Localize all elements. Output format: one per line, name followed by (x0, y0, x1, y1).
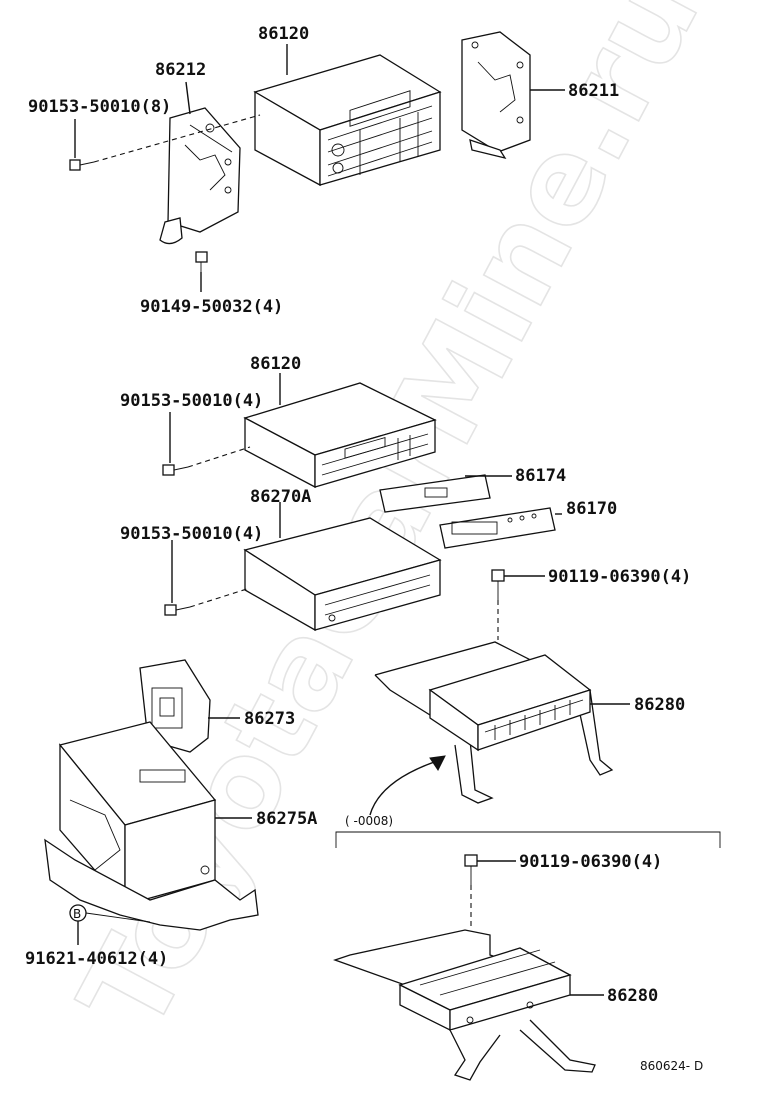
amplifier-top (374, 641, 614, 804)
label-86280-bottom: 86280 (607, 986, 658, 1006)
label-86174: 86174 (515, 466, 566, 486)
label-screw-bottom-left: 90149-50032(4) (140, 297, 283, 317)
screw-top-left (69, 159, 95, 171)
label-86120-mid: 86120 (250, 354, 301, 374)
bracket-right (461, 31, 531, 160)
label-86211: 86211 (568, 81, 619, 101)
label-86273: 86273 (244, 709, 295, 729)
label-86120-top: 86120 (258, 24, 309, 44)
cd-changer (243, 517, 442, 632)
screw-amp-top (491, 569, 505, 600)
clip-b: B (69, 904, 87, 922)
label-screw-changer: 90153-50010(4) (120, 524, 263, 544)
label-date-range: ( -0008) (345, 814, 393, 828)
leader-86212 (185, 81, 191, 115)
label-screw-amp-bottom: 90119-06390(4) (519, 852, 662, 872)
changer-box (44, 721, 259, 931)
dash-screw-changer (189, 587, 251, 608)
dash-screw-top-left (93, 114, 261, 163)
panel-86174 (379, 474, 491, 513)
dash-screw-mid (187, 446, 251, 468)
screw-amp-bottom (464, 854, 478, 885)
label-screw-top-left: 90153-50010(8) (28, 97, 171, 117)
label-86270a: 86270A (250, 487, 311, 507)
range-bracket (335, 831, 721, 848)
amplifier-bottom (333, 929, 596, 1081)
label-86212: 86212 (155, 60, 206, 80)
label-86280-top: 86280 (634, 695, 685, 715)
label-screw-clip: 91621-40612(4) (25, 949, 168, 969)
bracket-left (159, 107, 241, 245)
clip-b-letter: B (73, 907, 81, 921)
label-86170: 86170 (566, 499, 617, 519)
radio-unit-mid (243, 382, 437, 489)
label-screw-mid: 90153-50010(4) (120, 391, 263, 411)
label-screw-amp-top: 90119-06390(4) (548, 567, 691, 587)
arrow-pointer (369, 759, 441, 816)
arrow-head (429, 755, 446, 771)
label-86275a: 86275A (256, 809, 317, 829)
panel-86170 (439, 507, 556, 549)
leader-clip-b-link (85, 912, 151, 923)
screw-bottom-left (195, 251, 208, 272)
diagram-code: 860624- D (640, 1059, 703, 1073)
screw-mid (162, 464, 189, 476)
screw-changer (164, 604, 191, 616)
radio-unit-top (253, 54, 442, 187)
